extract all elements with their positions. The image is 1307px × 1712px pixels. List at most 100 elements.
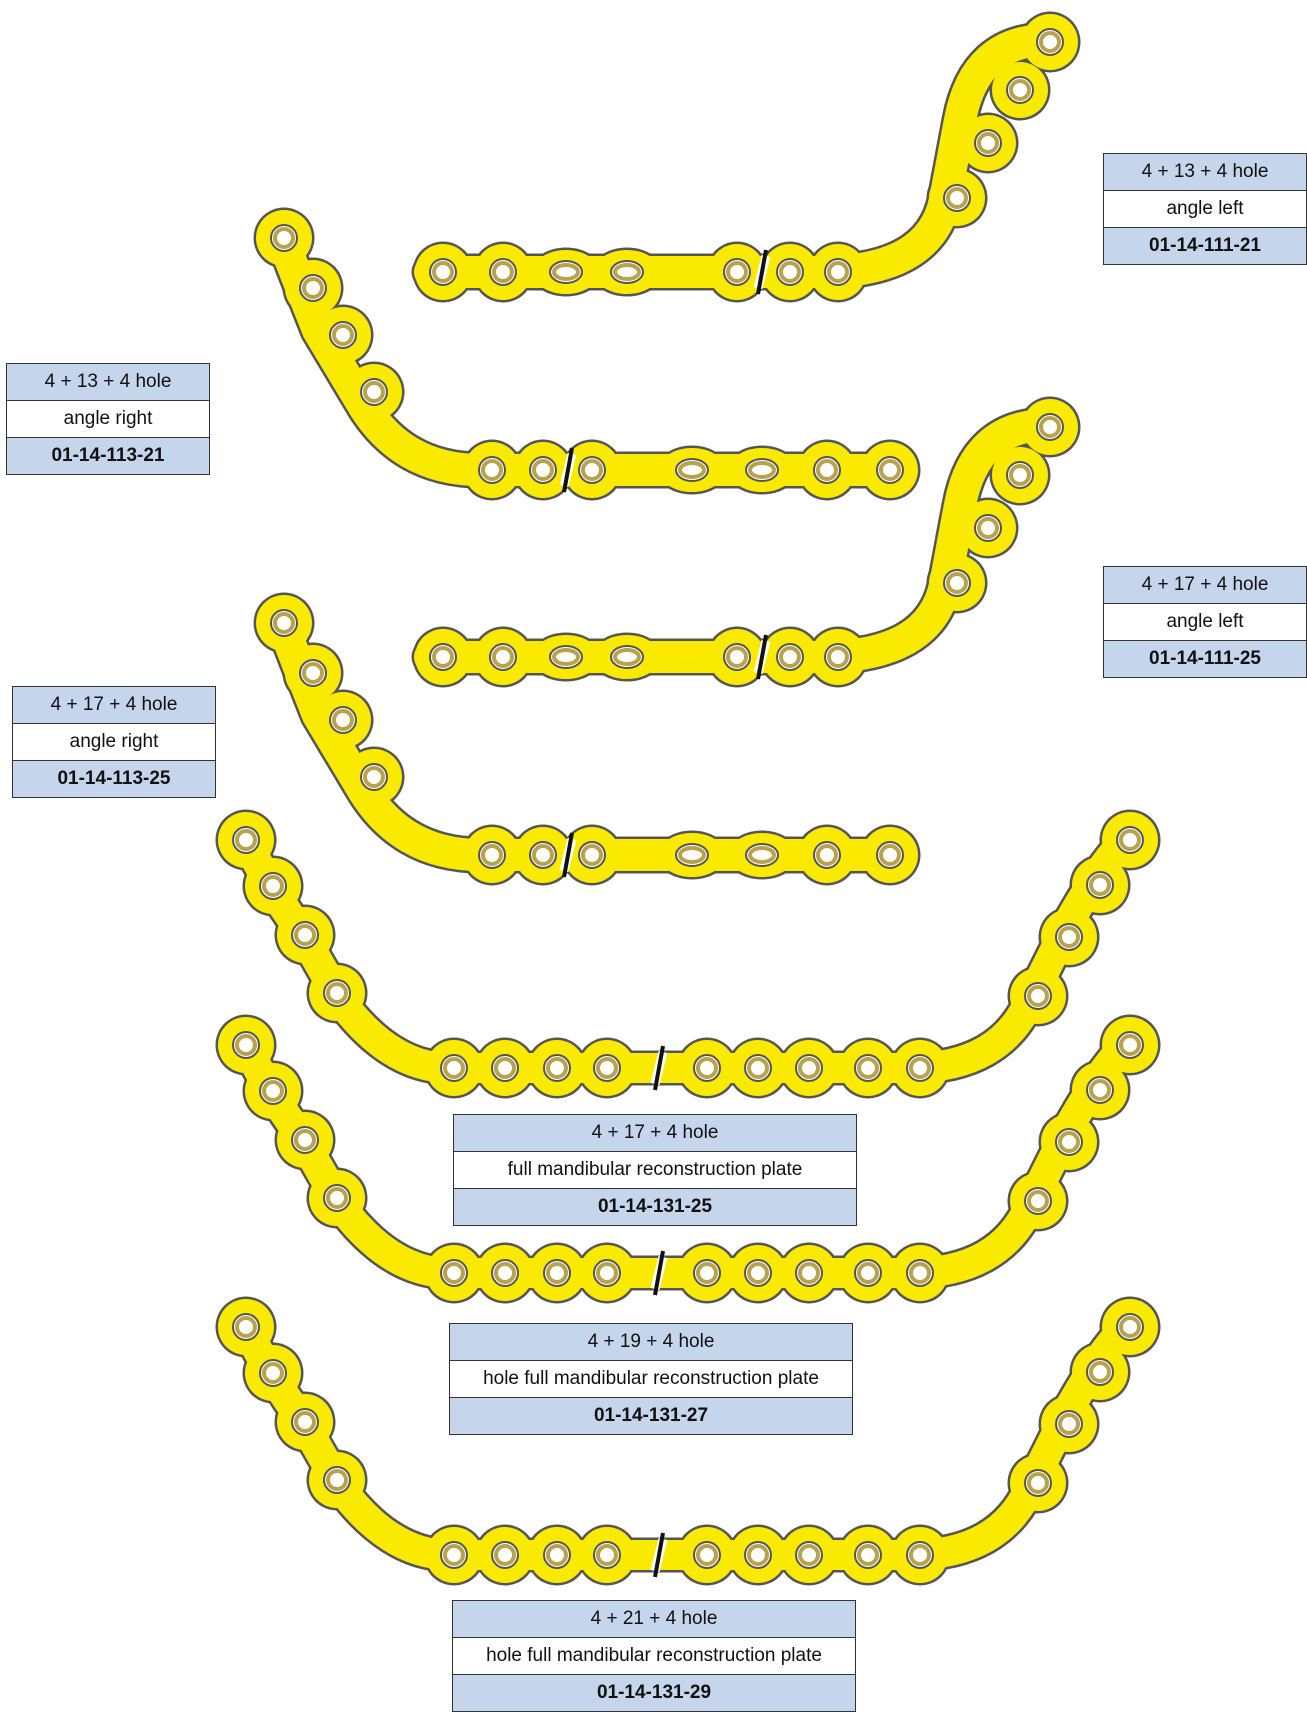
screw-hole — [368, 771, 380, 783]
screw-hole-countersink — [326, 982, 348, 1004]
screw-hole-countersink — [326, 1469, 348, 1491]
screw-hole — [586, 849, 598, 861]
plate-description-text: full mandibular reconstruction plate — [454, 1152, 856, 1189]
screw-hole — [601, 1062, 613, 1074]
screw-hole-countersink — [779, 261, 801, 283]
screw-hole-countersink — [481, 459, 503, 481]
plate-angle-left-13 — [411, 11, 1081, 303]
screw-hole-countersink — [443, 1262, 465, 1284]
screw-hole — [1063, 1418, 1075, 1430]
screw-hole-countersink — [532, 844, 554, 866]
screw-hole — [601, 1267, 613, 1279]
screw-hole-countersink — [262, 875, 284, 897]
label-full-plate-19: 4 + 19 + 4 hole hole full mandibular rec… — [449, 1323, 853, 1435]
screw-hole — [267, 1085, 279, 1097]
screw-hole — [337, 329, 349, 341]
screw-hole — [499, 1549, 511, 1561]
plate-description-text: hole full mandibular reconstruction plat… — [450, 1361, 852, 1398]
screw-hole-countersink — [748, 461, 776, 479]
screw-hole-countersink — [857, 1057, 879, 1079]
screw-hole — [537, 849, 549, 861]
label-full-plate-21: 4 + 21 + 4 hole hole full mandibular rec… — [452, 1600, 856, 1712]
screw-hole — [884, 849, 896, 861]
screw-hole-countersink — [857, 1262, 879, 1284]
screw-hole-countersink — [273, 612, 295, 634]
screw-hole — [803, 1062, 815, 1074]
screw-hole — [307, 667, 319, 679]
screw-hole-countersink — [748, 846, 776, 864]
screw-hole — [701, 1062, 713, 1074]
screw-hole-countersink — [494, 1262, 516, 1284]
screw-hole-countersink — [909, 1544, 931, 1566]
screw-hole — [618, 268, 636, 276]
label-angle-right-17: 4 + 17 + 4 hole angle right 01-14-113-25 — [12, 686, 216, 798]
screw-hole-countersink — [909, 1057, 931, 1079]
screw-hole-countersink — [1027, 1472, 1049, 1494]
screw-hole — [337, 714, 349, 726]
screw-hole-countersink — [481, 844, 503, 866]
plate-size-text: 4 + 13 + 4 hole — [7, 364, 209, 401]
screw-hole — [499, 1267, 511, 1279]
screw-hole — [497, 266, 509, 278]
screw-hole — [884, 464, 896, 476]
screw-hole — [557, 653, 575, 661]
screw-hole — [752, 1062, 764, 1074]
screw-hole — [1094, 1366, 1106, 1378]
screw-hole — [499, 1062, 511, 1074]
screw-hole-countersink — [546, 1262, 568, 1284]
screw-hole-countersink — [546, 1544, 568, 1566]
screw-hole — [752, 1549, 764, 1561]
screw-hole — [299, 1416, 311, 1428]
plate-angle-right-17 — [253, 592, 921, 886]
screw-hole — [1044, 36, 1056, 48]
screw-hole-countersink — [294, 1411, 316, 1433]
screw-hole-countersink — [443, 1544, 465, 1566]
screw-hole — [240, 1321, 252, 1333]
screw-hole — [307, 282, 319, 294]
screw-hole — [731, 266, 743, 278]
screw-hole — [1063, 931, 1075, 943]
screw-hole — [537, 464, 549, 476]
screw-hole — [1094, 879, 1106, 891]
screw-hole — [1014, 469, 1026, 481]
screw-hole-countersink — [678, 461, 706, 479]
label-angle-left-17: 4 + 17 + 4 hole angle left 01-14-111-25 — [1103, 566, 1307, 678]
screw-hole-countersink — [1009, 464, 1031, 486]
plate-code-text: 01-14-131-27 — [450, 1398, 852, 1434]
screw-hole — [1032, 1477, 1044, 1489]
screw-hole-countersink — [552, 648, 580, 666]
plate-size-text: 4 + 13 + 4 hole — [1104, 154, 1306, 191]
screw-hole-countersink — [798, 1544, 820, 1566]
screw-hole-countersink — [816, 844, 838, 866]
screw-hole — [914, 1062, 926, 1074]
screw-hole — [586, 464, 598, 476]
screw-hole-countersink — [581, 844, 603, 866]
screw-hole — [437, 266, 449, 278]
screw-hole-countersink — [546, 1057, 568, 1079]
screw-hole — [278, 232, 290, 244]
screw-hole — [331, 987, 343, 999]
screw-hole-countersink — [235, 1316, 257, 1338]
screw-hole — [437, 651, 449, 663]
break-mark — [653, 1532, 665, 1578]
screw-hole — [1124, 1321, 1136, 1333]
screw-hole — [982, 522, 994, 534]
screw-hole-countersink — [1009, 79, 1031, 101]
screw-hole — [832, 266, 844, 278]
screw-hole-countersink — [696, 1544, 718, 1566]
screw-hole-countersink — [332, 709, 354, 731]
plate-size-text: 4 + 17 + 4 hole — [1104, 567, 1306, 604]
break-mark — [653, 1045, 665, 1091]
screw-hole — [240, 1039, 252, 1051]
screw-hole-countersink — [363, 381, 385, 403]
screw-hole — [486, 464, 498, 476]
screw-hole — [914, 1267, 926, 1279]
screw-hole-countersink — [857, 1544, 879, 1566]
screw-hole-countersink — [816, 459, 838, 481]
plate-full-17 — [215, 809, 1161, 1099]
screw-hole — [299, 929, 311, 941]
screw-hole-countersink — [363, 766, 385, 788]
screw-hole-countersink — [747, 1262, 769, 1284]
screw-hole — [753, 851, 771, 859]
break-mark — [756, 249, 768, 295]
